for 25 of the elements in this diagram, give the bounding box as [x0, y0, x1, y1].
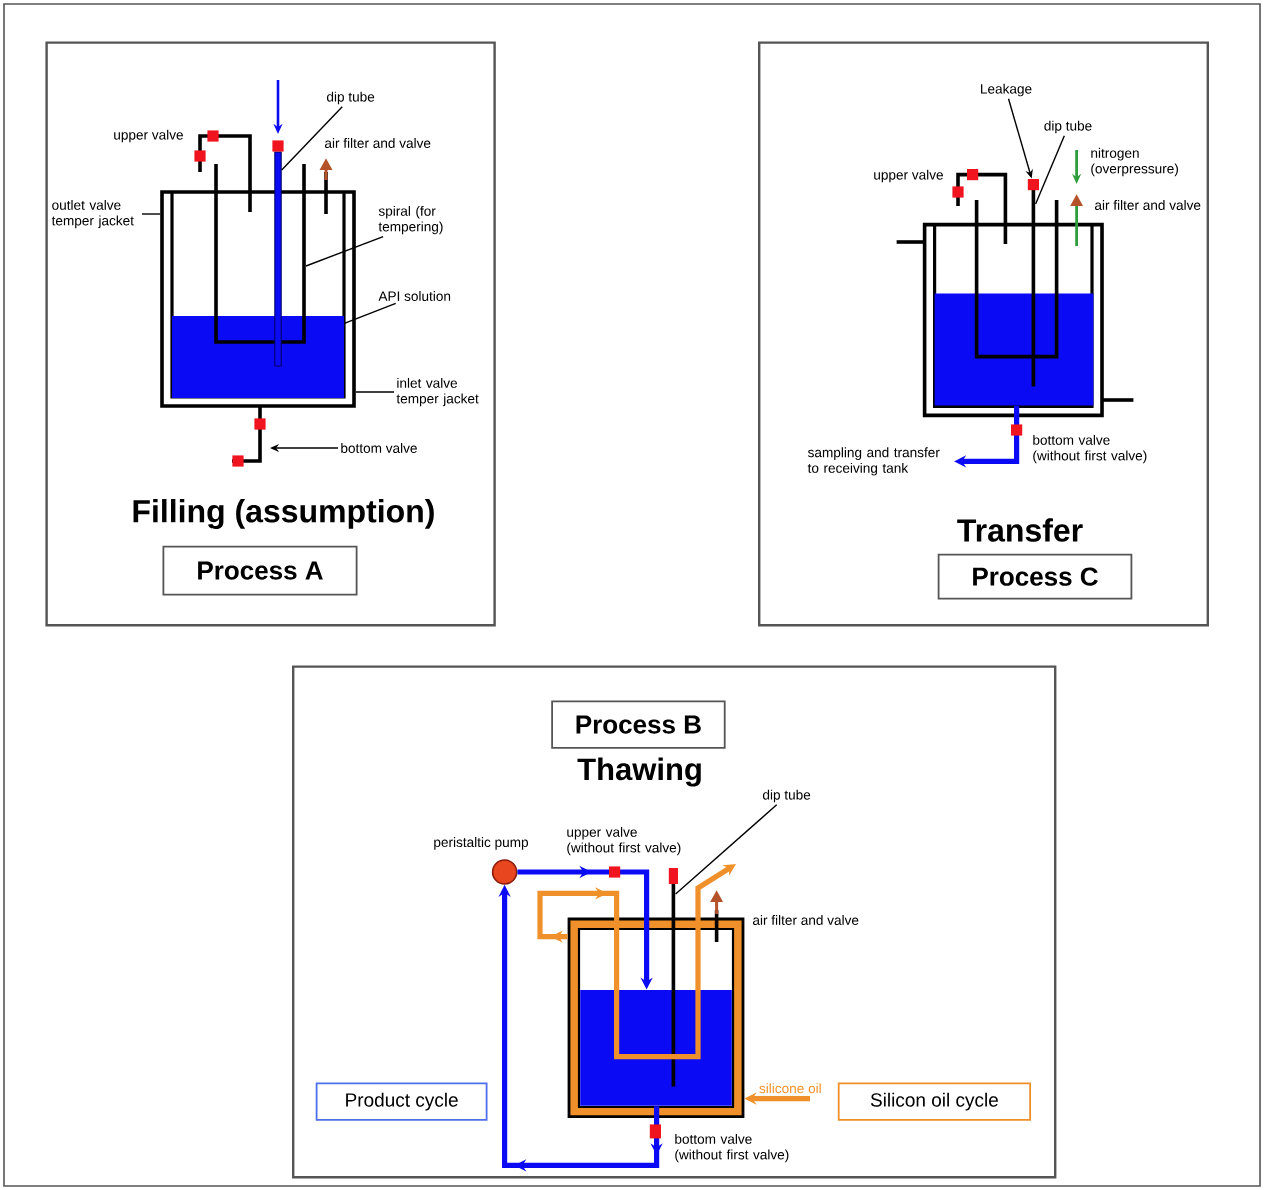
leader-line: [355, 391, 395, 393]
panel-title: Filling (assumption): [133, 499, 434, 529]
process-box: Process B: [551, 700, 726, 749]
dip-tube: [274, 151, 282, 367]
cycle-box: Product cycle: [315, 1082, 488, 1121]
liquid: [934, 293, 1094, 406]
leader-line: [1034, 135, 1066, 205]
leader-line: [343, 302, 397, 325]
process-box: Process C: [937, 553, 1133, 600]
flow-line: [537, 864, 736, 1060]
valve-icon: [1027, 179, 1039, 191]
panel-title: Transfer: [957, 518, 1083, 542]
liquid: [580, 990, 732, 1106]
leader-line: [674, 804, 778, 895]
process-box: Process A: [162, 545, 358, 596]
tank-vessel: [922, 222, 1104, 418]
pump-icon: [491, 859, 518, 885]
cycle-box: Silicon oil cycle: [837, 1082, 1031, 1121]
leader-line: [141, 213, 161, 215]
panel-title: Thawing: [577, 757, 701, 787]
dip-tube: [671, 882, 676, 1087]
tank-vessel: [160, 190, 356, 408]
leader-line: [281, 106, 343, 171]
leader-line: [305, 235, 384, 267]
dip-tube: [1031, 190, 1036, 387]
